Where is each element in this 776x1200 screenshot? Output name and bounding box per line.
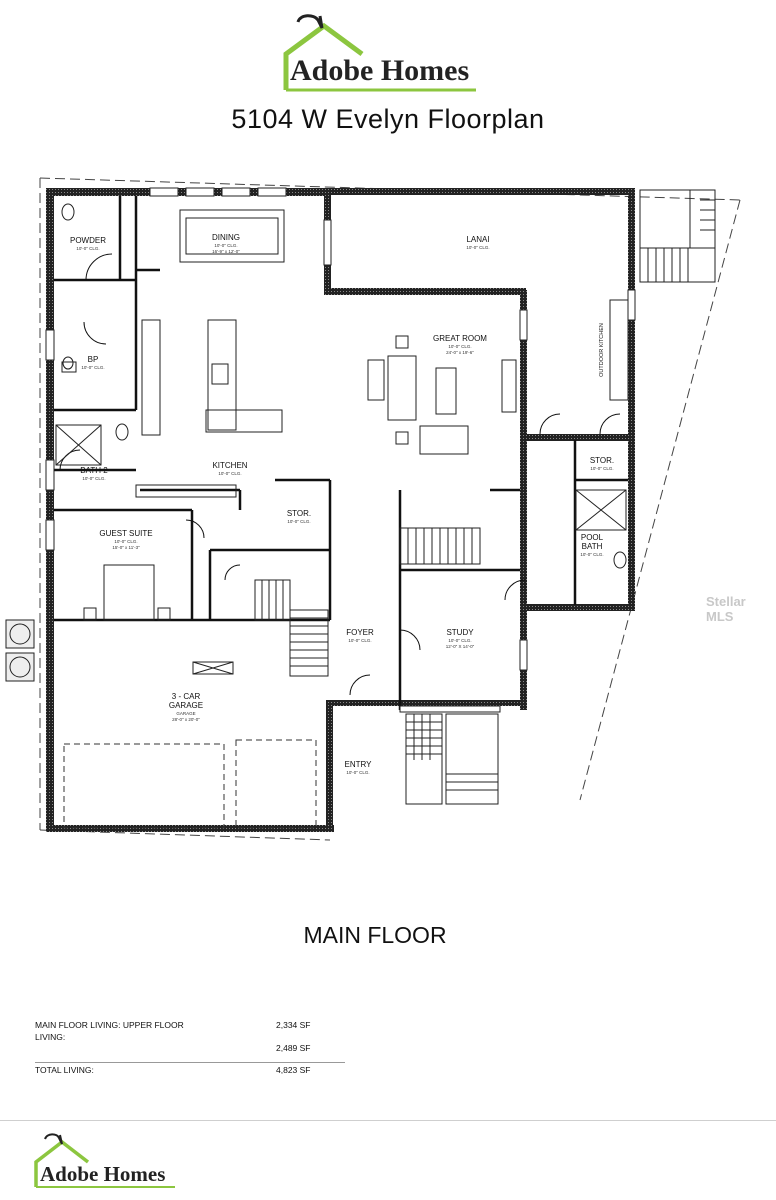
svg-text:10'-0" CLG.: 10'-0" CLG. (448, 344, 471, 349)
house-logo-icon (283, 14, 476, 92)
summary-row2-value: 2,489 SF (276, 1043, 311, 1053)
label-powder: POWDER (70, 236, 106, 245)
watermark: Stellar MLS (706, 594, 746, 624)
svg-text:10'-0" CLG.: 10'-0" CLG. (82, 476, 105, 481)
label-guest-suite: GUEST SUITE (99, 529, 152, 538)
garage-bays (63, 739, 317, 829)
label-bp: BP (88, 355, 99, 364)
room-labels: POWDER 10'-0" CLG. DINING 10'-0" CLG. 16… (70, 233, 614, 775)
label-dining: DINING (212, 233, 240, 242)
label-great-room: GREAT ROOM (433, 334, 487, 343)
svg-text:10'-0" CLG.: 10'-0" CLG. (114, 539, 137, 544)
floor-plan: POWDER 10'-0" CLG. DINING 10'-0" CLG. 16… (5, 177, 741, 841)
label-stor-center: STOR. (287, 509, 311, 518)
fixtures (55, 203, 629, 675)
brand-logo: Adobe Homes (276, 12, 486, 94)
page-title: 5104 W Evelyn Floorplan (231, 104, 545, 134)
label-pool: POOL (581, 533, 604, 542)
brand-logo-footer: Adobe Homes (30, 1132, 180, 1190)
label-foyer: FOYER (346, 628, 374, 637)
stairs (254, 189, 716, 805)
svg-text:10'-0" CLG.: 10'-0" CLG. (287, 519, 310, 524)
footer-divider (0, 1120, 776, 1121)
svg-text:10'-0" CLG.: 10'-0" CLG. (590, 466, 613, 471)
label-kitchen: KITCHEN (212, 461, 247, 470)
svg-text:10'-0" CLG.: 10'-0" CLG. (466, 245, 489, 250)
ac-units (5, 619, 35, 682)
label-garage: GARAGE (169, 701, 203, 710)
summary-total-value: 4,823 SF (276, 1065, 311, 1075)
brand-name: Adobe Homes (290, 54, 470, 87)
svg-text:12'-0" X 14'-0": 12'-0" X 14'-0" (446, 644, 475, 649)
label-lanai: LANAI (466, 235, 489, 244)
label-bath: BATH (582, 542, 603, 551)
svg-text:10'-0" CLG.: 10'-0" CLG. (76, 246, 99, 251)
svg-text:10'-0" CLG.: 10'-0" CLG. (348, 638, 371, 643)
brand-name-footer: Adobe Homes (40, 1162, 166, 1186)
svg-text:10'-0" CLG.: 10'-0" CLG. (214, 243, 237, 248)
svg-text:10'-0" CLG.: 10'-0" CLG. (218, 471, 241, 476)
label-entry: ENTRY (345, 760, 373, 769)
svg-text:16'-9" x 12'-0": 16'-9" x 12'-0" (212, 249, 240, 254)
label-study: STUDY (446, 628, 474, 637)
svg-text:10'-0" CLG.: 10'-0" CLG. (81, 365, 104, 370)
doors (59, 253, 621, 696)
svg-text:10'-0" CLG.: 10'-0" CLG. (580, 552, 603, 557)
svg-text:GARAGE: GARAGE (176, 711, 195, 716)
house-logo-icon (34, 1133, 175, 1188)
label-bath-2: BATH 2 (80, 466, 108, 475)
svg-text:24'-0" x 19'-6": 24'-0" x 19'-6" (446, 350, 474, 355)
label-stor-right: STOR. (590, 456, 614, 465)
floor-label: MAIN FLOOR (303, 922, 447, 948)
summary-divider (35, 1062, 345, 1063)
svg-text:10'-0" CLG.: 10'-0" CLG. (346, 770, 369, 775)
label-outdoor-kitchen: OUTDOOR KITCHEN (599, 323, 605, 377)
svg-text:15'-0" x 11'-3": 15'-0" x 11'-3" (112, 545, 140, 550)
svg-text:10'-0" CLG.: 10'-0" CLG. (448, 638, 471, 643)
summary-row1-label-cont: LIVING: (35, 1032, 66, 1042)
interior-walls (54, 196, 628, 710)
svg-text:28'-0" x 20'-0": 28'-0" x 20'-0" (172, 717, 200, 722)
summary-row1-label: MAIN FLOOR LIVING: UPPER FLOOR (35, 1020, 184, 1030)
windows (45, 187, 636, 713)
label-3-car: 3 - CAR (172, 692, 201, 701)
summary-row1-value: 2,334 SF (276, 1020, 311, 1030)
summary-total-label: TOTAL LIVING: (35, 1065, 94, 1075)
